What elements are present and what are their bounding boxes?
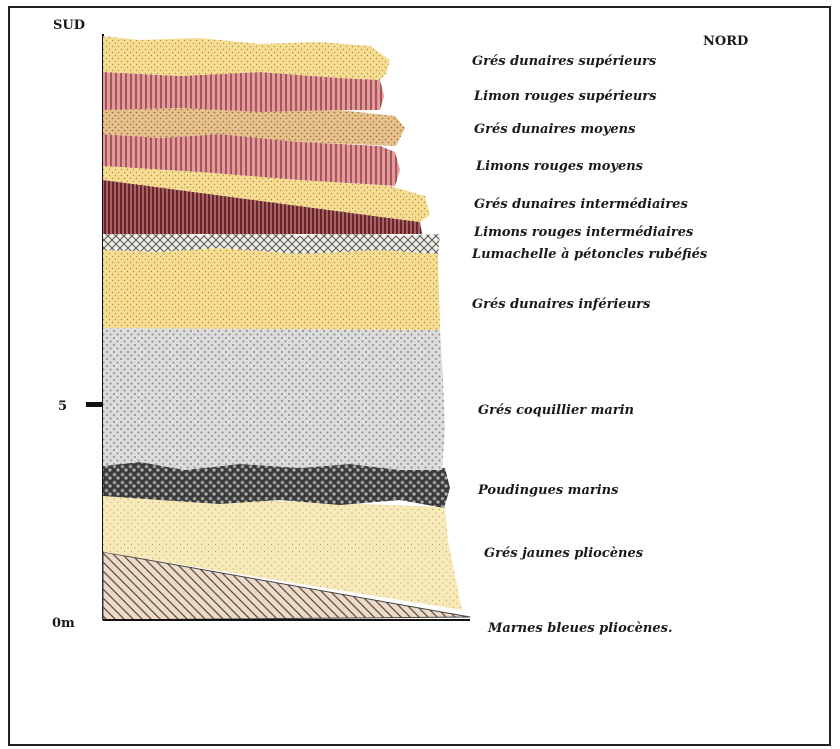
- label-limon-superieurs: Limon rouges supérieurs: [473, 89, 657, 104]
- label-gres-jaunes: Grés jaunes pliocènes: [484, 546, 644, 561]
- layer-gres-coquillier: [103, 328, 445, 470]
- label-gres-intermediaires: Grés dunaires intermédiaires: [474, 197, 688, 212]
- label-poudingues: Poudingues marins: [477, 483, 619, 498]
- scale-label-5: 5: [58, 399, 67, 414]
- layer-gres-intermediaires: [103, 166, 430, 222]
- layer-gres-inferieurs: [103, 248, 440, 330]
- label-lumachelle: Lumachelle à pétoncles rubéfiés: [471, 247, 708, 262]
- layer-gres-moyens: [103, 108, 405, 146]
- label-limons-intermediaires: Limons rouges intermédiaires: [473, 225, 694, 240]
- layer-limons-intermediaires: [103, 180, 422, 234]
- layer-poudingues: [103, 462, 450, 508]
- label-gres-superieurs: Grés dunaires supérieurs: [472, 54, 657, 69]
- layer-gres-superieurs: [103, 36, 390, 80]
- label-gres-inferieurs: Grés dunaires inférieurs: [472, 297, 651, 312]
- layer-lumachelle: [103, 228, 440, 254]
- scale-label-0m: 0m: [52, 616, 75, 631]
- layer-limon-superieurs: [103, 72, 384, 112]
- layer-gres-jaunes: [103, 495, 462, 610]
- label-limons-moyens: Limons rouges moyens: [475, 159, 644, 174]
- nord-label: NORD: [703, 34, 748, 49]
- label-gres-moyens: Grés dunaires moyens: [474, 122, 636, 137]
- sud-label: SUD: [53, 18, 85, 33]
- layer-limons-moyens: [103, 134, 400, 186]
- scale-tick-5: [86, 402, 102, 407]
- label-marnes-bleues: Marnes bleues pliocènes.: [487, 621, 673, 636]
- layer-marnes-bleues: [102, 551, 471, 621]
- label-gres-coquillier: Grés coquillier marin: [478, 403, 634, 418]
